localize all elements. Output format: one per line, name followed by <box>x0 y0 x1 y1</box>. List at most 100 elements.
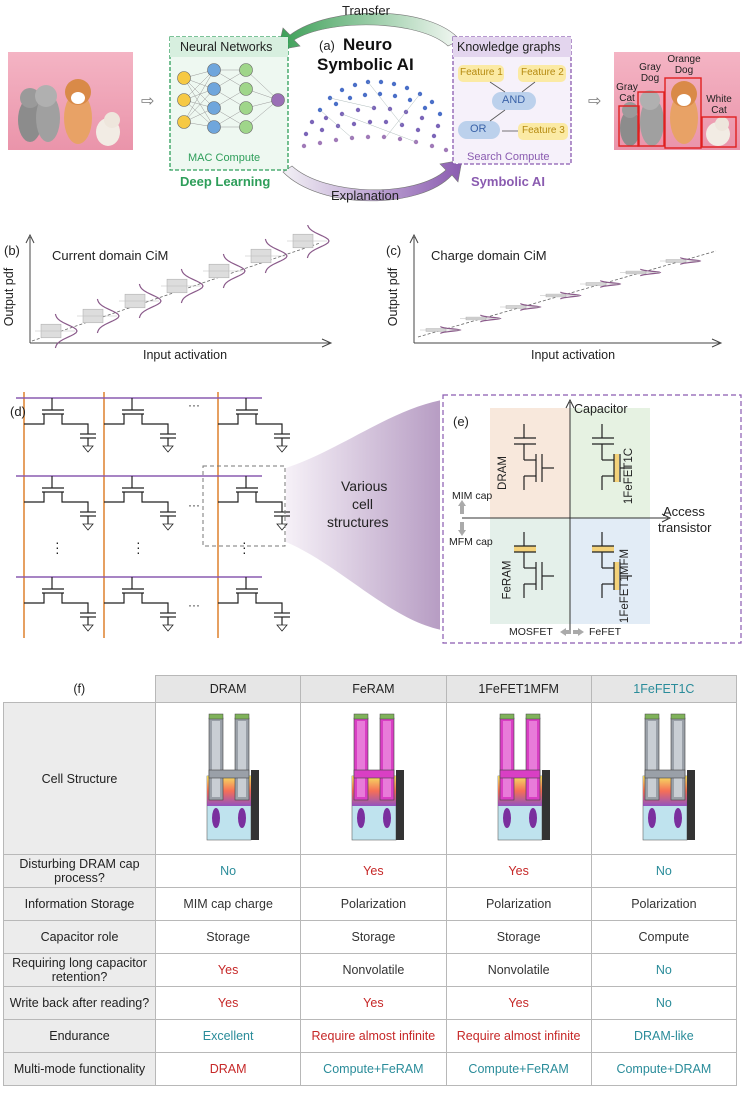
pdf-distribution <box>245 238 288 274</box>
table-cell: No <box>154 854 302 888</box>
table-cell: Compute+FeRAM <box>300 1052 447 1086</box>
table-cell: Compute+DRAM <box>590 1052 738 1086</box>
panel-b-label: (b) <box>4 243 20 258</box>
comparison-table: (f) DRAM FeRAM 1FeFET1MFM 1FeFET1C Cell … <box>3 675 738 1086</box>
feature3-node <box>518 123 568 140</box>
quadrant-dram <box>490 408 570 518</box>
and-node <box>492 92 536 110</box>
col-header-1fefet1mfm: 1FeFET1MFM <box>445 675 592 703</box>
quadrant-cell <box>514 532 554 598</box>
row-header: Cell Structure <box>3 702 156 855</box>
quadrant-label-1fefet1mfm: 1FeFET1MFM <box>619 548 632 624</box>
memory-cell <box>104 577 176 632</box>
table-cell: Nonvolatile <box>300 953 447 987</box>
pdf-distribution <box>420 326 462 334</box>
table-cell: Yes <box>154 953 302 987</box>
pdf-distribution <box>287 225 330 259</box>
table-cell: Storage <box>154 920 302 954</box>
memory-cell <box>104 476 176 531</box>
quadrant-1fefet1mfm <box>570 518 650 624</box>
detection-boxes <box>618 77 737 149</box>
feature3-label: Feature 3 <box>522 125 565 136</box>
quadrant-cell <box>514 424 554 490</box>
table-cell: DRAM <box>154 1052 302 1086</box>
brain-dot-cloud <box>301 79 449 153</box>
pdf-distribution <box>660 257 702 265</box>
svg-text:⇨: ⇨ <box>588 93 601 110</box>
nn-nodes <box>177 63 285 134</box>
memory-cell <box>218 398 290 453</box>
memory-cell <box>24 476 96 531</box>
table-cell: Require almost infinite <box>445 1019 592 1053</box>
row-header: Write back after reading? <box>3 986 156 1020</box>
col-header-1fefet1c: 1FeFET1C <box>590 675 738 703</box>
neuro-title: Neuro <box>343 35 393 54</box>
transfer-label: Transfer <box>342 3 390 18</box>
cell-3d-model <box>497 713 550 840</box>
pdf-distribution <box>460 314 502 323</box>
pdf-distribution <box>203 253 246 289</box>
table-row-cell-structure: Cell Structure <box>3 702 738 855</box>
ellipsis-vertical-3: ··· <box>242 534 247 560</box>
table-cell: Yes <box>445 854 592 888</box>
deep-learning-label: Deep Learning <box>180 174 271 189</box>
table-cell: Yes <box>300 854 447 888</box>
memory-cell <box>218 476 290 531</box>
panel-a-graphic: ⇨ <box>8 12 740 202</box>
pdf-distribution <box>620 268 662 277</box>
various-cell-caption-3: structures <box>327 514 389 530</box>
pdf-distribution <box>35 313 78 349</box>
panel-c-title: Charge domain CiM <box>431 248 547 263</box>
table-cell: No <box>590 986 738 1020</box>
feature1-label: Feature 1 <box>460 67 503 78</box>
cell-structure-feram <box>300 702 447 855</box>
table-cell: Yes <box>300 986 447 1020</box>
panel-c-ylabel: Output pdf <box>386 267 401 327</box>
table-cell: Yes <box>445 986 592 1020</box>
current-domain-distributions <box>35 225 330 349</box>
memory-cell <box>104 398 176 453</box>
pdf-distribution <box>540 291 582 300</box>
nn-title: Neural Networks <box>180 40 273 54</box>
highlight-box <box>202 465 286 547</box>
cell-structure-1fefet1mfm <box>445 702 592 855</box>
capacitor-axis-label: Capacitor <box>574 402 628 416</box>
quadrant-1fefet1c <box>570 408 650 518</box>
pdf-distribution <box>119 283 162 319</box>
quadrant-cell-symbols <box>514 424 632 598</box>
mfm-cap-label: MFM cap <box>449 536 493 548</box>
row-header: Capacitor role <box>3 920 156 954</box>
panel-b-xlabel: Input activation <box>143 348 228 362</box>
kg-subtitle: Search Compute <box>467 151 550 163</box>
pet-label-white-cat: White Cat <box>706 94 732 116</box>
kg-title: Knowledge graphs <box>457 40 561 54</box>
or-node <box>458 121 500 139</box>
svg-text:⇨: ⇨ <box>141 93 154 110</box>
row-header: Disturbing DRAM cap process? <box>3 854 156 888</box>
feature2-label: Feature 2 <box>521 67 564 78</box>
fefet-label: FeFET <box>589 626 622 638</box>
mim-cap-label: MIM cap <box>452 490 493 502</box>
quadrant-cell <box>592 424 632 490</box>
table-cell: Compute+FeRAM <box>445 1052 592 1086</box>
panel-f-label: (f) <box>3 675 156 703</box>
memory-cell-grid <box>24 398 290 632</box>
row-header: Information Storage <box>3 887 156 921</box>
ellipsis-vertical-2: ··· <box>136 534 141 560</box>
row-header: Endurance <box>3 1019 156 1053</box>
table-cell: Polarization <box>590 887 738 921</box>
pdf-distribution <box>580 280 622 288</box>
access-transistor-label-1: Access <box>663 504 705 519</box>
table-cell: Nonvolatile <box>445 953 592 987</box>
panel-b-ylabel: Output pdf <box>2 267 17 327</box>
nn-subtitle: MAC Compute <box>188 152 261 164</box>
table-cell: Polarization <box>445 887 592 921</box>
quadrant-feram <box>490 518 570 624</box>
cell-structure-1fefet1c <box>590 702 738 855</box>
